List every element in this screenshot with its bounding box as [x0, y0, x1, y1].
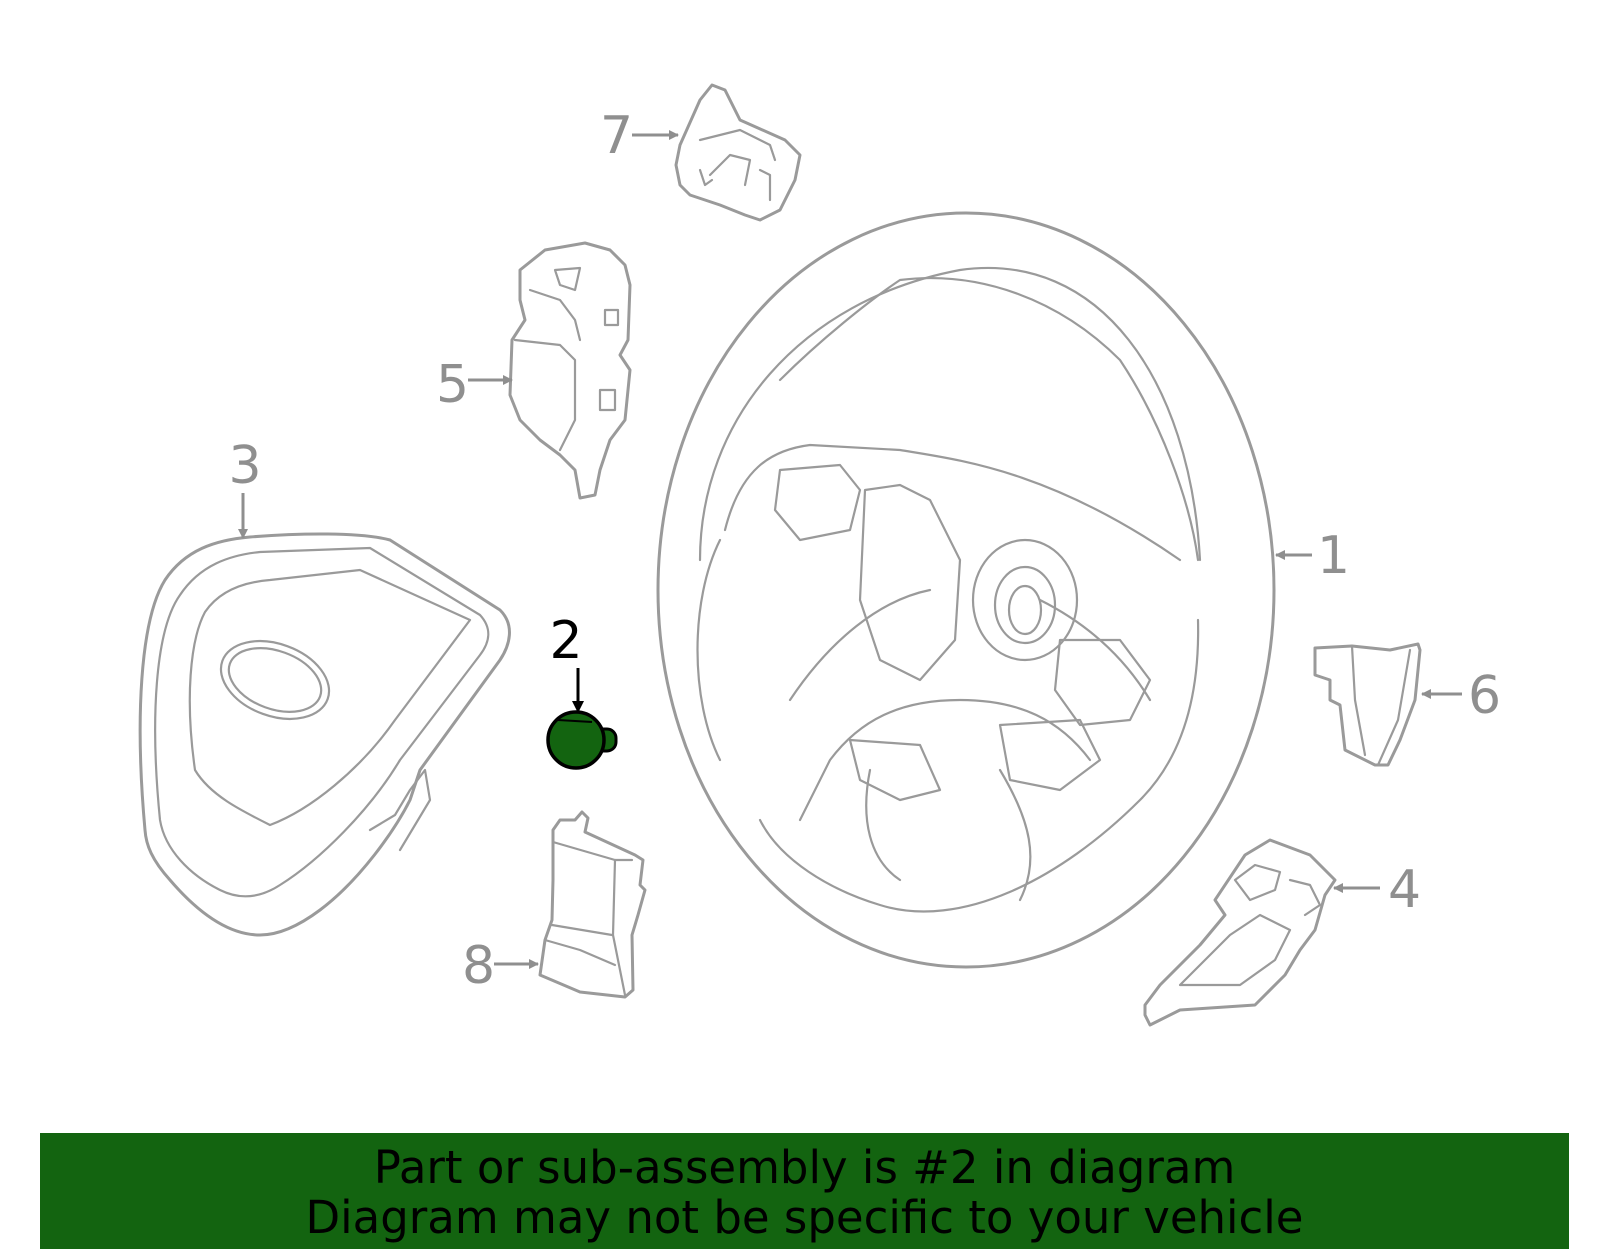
callout-label-4: 4 [1388, 860, 1421, 920]
info-banner: Part or sub-assembly is #2 in diagram Di… [40, 1133, 1569, 1249]
control-module-part-8 [538, 810, 647, 999]
airbag-module-part-3 [138, 532, 511, 937]
callout-1: 1 [1275, 526, 1350, 586]
trim-cover-part-6 [1313, 642, 1422, 767]
callout-8: 8 [462, 936, 539, 996]
callout-2: 2 [549, 611, 584, 713]
callout-5: 5 [436, 355, 513, 415]
callout-7: 7 [600, 106, 679, 166]
steering-wheel-part-1 [656, 211, 1276, 969]
callout-label-8: 8 [462, 936, 495, 996]
callout-label-1: 1 [1317, 526, 1350, 586]
banner-line-1: Part or sub-assembly is #2 in diagram [373, 1141, 1236, 1194]
switch-assembly-part-7 [674, 83, 802, 222]
callout-label-6: 6 [1468, 666, 1501, 726]
callout-label-7: 7 [600, 106, 633, 166]
callout-label-2: 2 [549, 611, 582, 671]
switch-assembly-part-4 [1143, 838, 1337, 1027]
switch-assembly-part-5 [508, 241, 632, 500]
fastener-part-2 [546, 710, 618, 770]
callout-label-5: 5 [436, 355, 469, 415]
callout-3: 3 [228, 436, 262, 539]
banner-line-2: Diagram may not be specific to your vehi… [305, 1191, 1304, 1244]
callout-6: 6 [1421, 666, 1501, 726]
callout-label-3: 3 [228, 436, 261, 496]
callout-4: 4 [1333, 860, 1421, 920]
